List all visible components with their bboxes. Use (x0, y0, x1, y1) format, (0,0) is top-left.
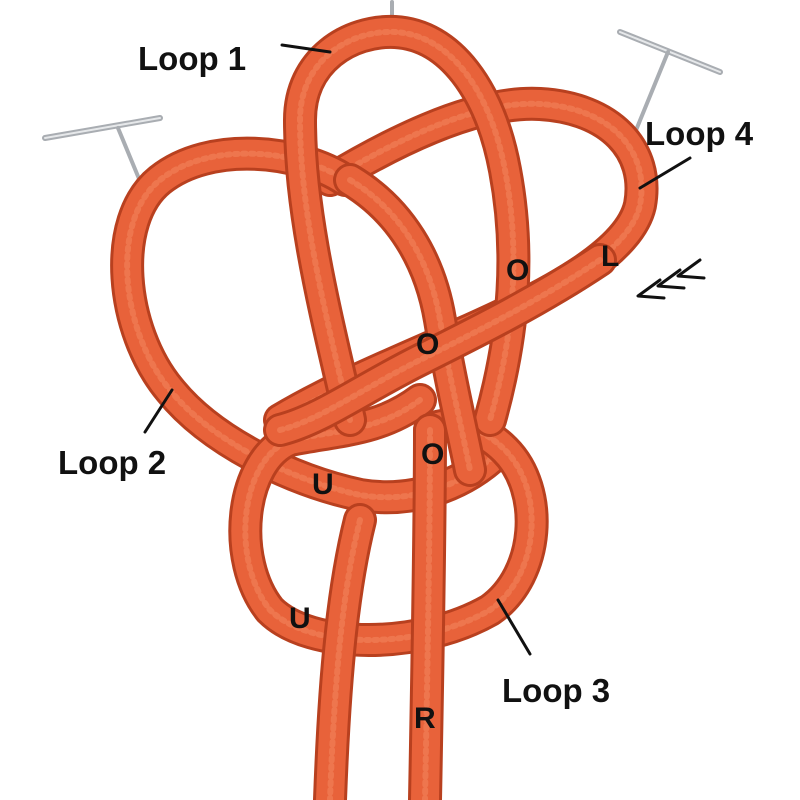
crossing-letter-o-middle: O (416, 328, 439, 361)
loop3-leader-line (496, 598, 532, 656)
cord-left-end (313, 503, 377, 800)
crossing-letter-o-lower: O (421, 438, 444, 471)
crossing-letter-u-left: U (312, 468, 334, 501)
crossing-letter-l: L (601, 240, 619, 273)
loop1-label: Loop 1 (138, 40, 246, 77)
loop2-leader-line (143, 388, 174, 434)
t-pin-icon (42, 115, 163, 188)
loop3-label: Loop 3 (502, 672, 610, 709)
t-pin-icon (617, 29, 723, 142)
crossing-letter-o-upper: O (506, 254, 529, 287)
loop4-leader-line (638, 156, 692, 190)
cord-loop2 (110, 136, 517, 515)
cord-diagonal (333, 163, 487, 487)
cord-right-end (408, 413, 447, 800)
loop1-leader-line (280, 43, 332, 54)
cord-front-strand (263, 243, 617, 447)
triple-chevron-arrow-icon (636, 258, 706, 300)
cord (110, 14, 659, 800)
loop4-label: Loop 4 (645, 115, 754, 152)
crossing-letter-r: R (414, 702, 436, 735)
cord-loop1 (283, 14, 531, 437)
loop2-label: Loop 2 (58, 444, 166, 481)
crossing-letter-u-bottom: U (289, 602, 311, 635)
